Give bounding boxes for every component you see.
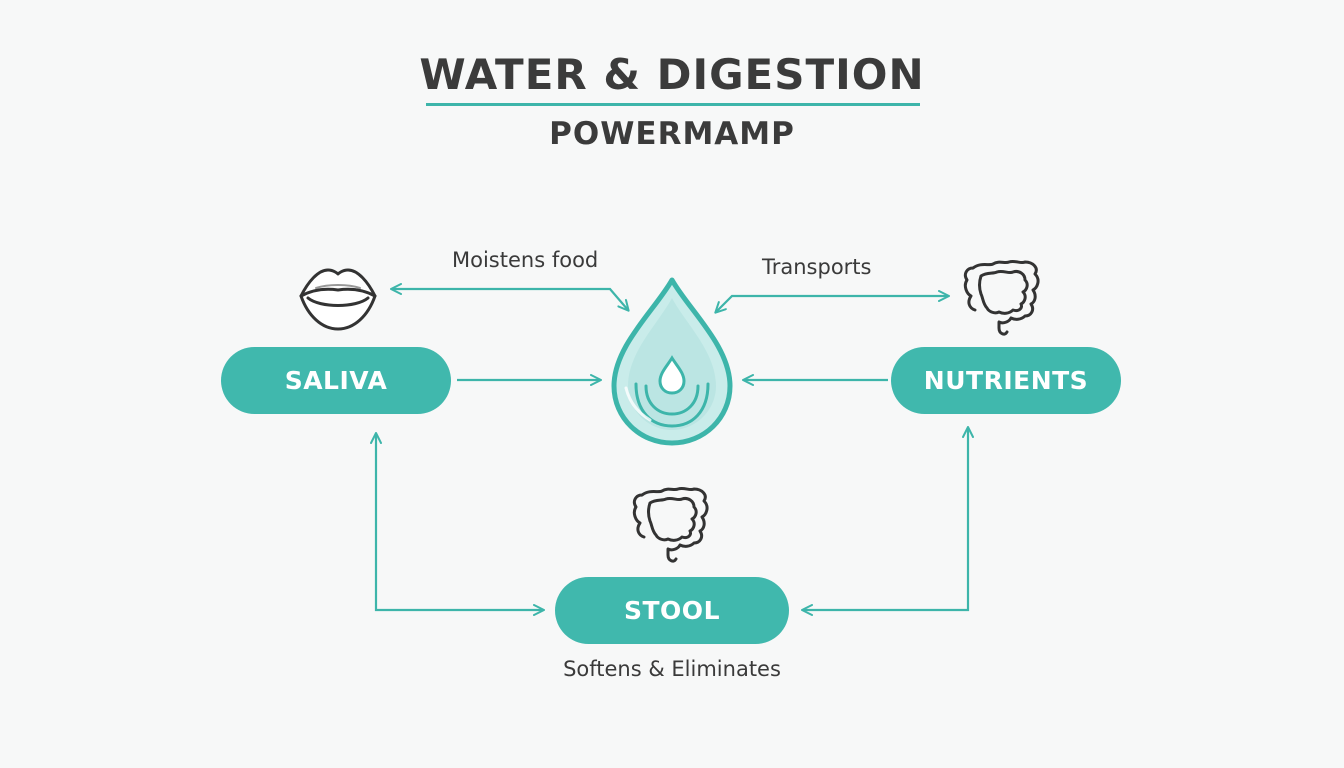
node-saliva: SALIVA <box>221 347 451 414</box>
node-stool-label: STOOL <box>624 596 720 625</box>
node-saliva-label: SALIVA <box>284 366 388 395</box>
title-underline <box>426 103 920 106</box>
arrow-moistens <box>390 283 630 312</box>
arrow-transports <box>714 290 950 314</box>
node-stool: STOOL <box>555 577 789 644</box>
edge-label-moistens: Moistens food <box>452 248 599 272</box>
node-nutrients: NUTRIENTS <box>891 347 1121 414</box>
edge-label-transports: Transports <box>762 255 872 279</box>
intestine-icon <box>963 259 1040 336</box>
arrow-nutrients-stool <box>801 426 974 616</box>
water-drop-icon <box>611 277 733 446</box>
page-title: WATER & DIGESTION <box>419 50 925 99</box>
edge-label-softens: Softens & Eliminates <box>563 657 781 681</box>
node-nutrients-label: NUTRIENTS <box>923 366 1089 395</box>
lips-icon <box>299 268 377 331</box>
page-subtitle: POWERMAMP <box>549 116 795 152</box>
arrow-stool-saliva <box>370 432 545 616</box>
intestine-icon <box>632 486 709 563</box>
